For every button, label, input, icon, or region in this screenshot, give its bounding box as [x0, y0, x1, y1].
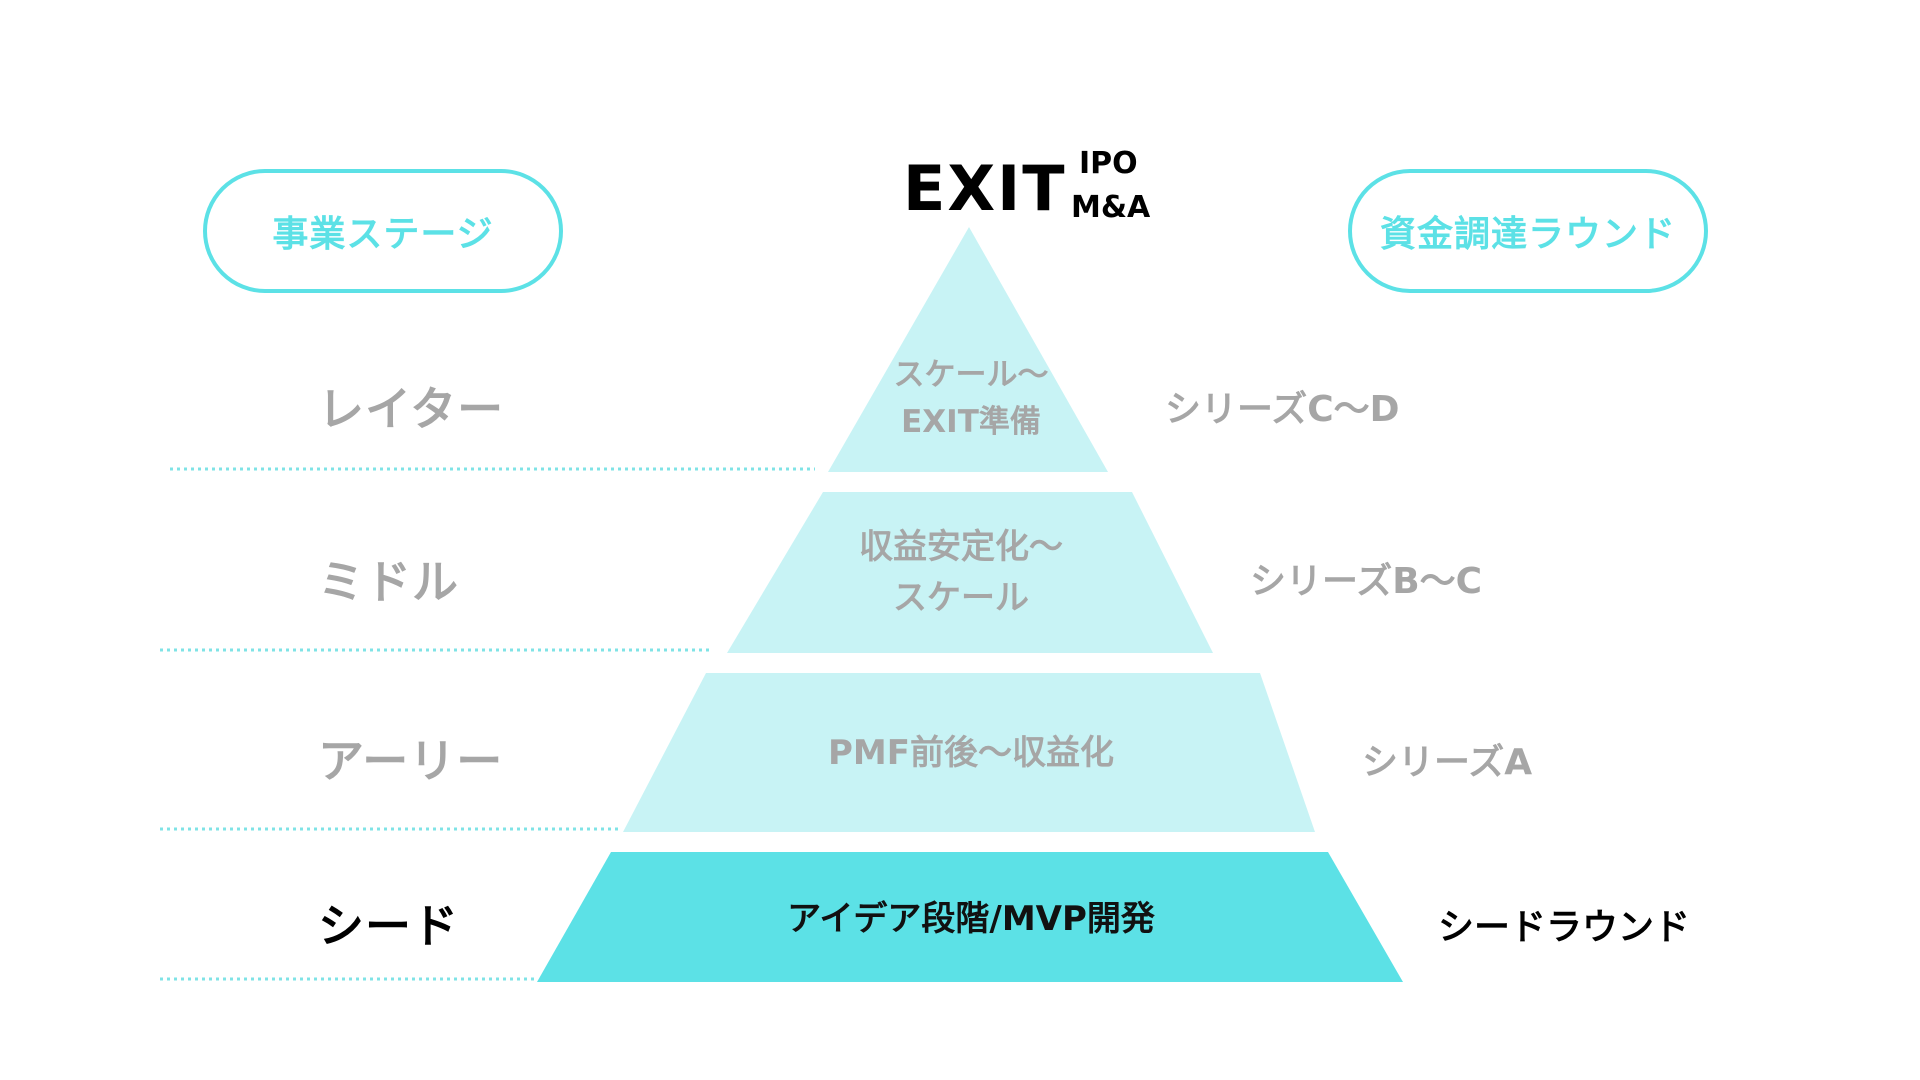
tier-text-seed-line1: アイデア段階/MVP開発 [787, 899, 1155, 939]
tier-text-middle-line2: スケール [893, 578, 1029, 618]
round-label-early: シリーズA [1362, 742, 1533, 783]
stage-label-seed: シード [318, 899, 459, 953]
tier-text-late-line1: スケール〜 [893, 357, 1049, 393]
tier-text-early: PMF前後〜収益化 [828, 728, 1114, 779]
tier-text-late: スケール〜 EXIT準備 [894, 352, 1049, 445]
exit-sub-ipo: IPO [1079, 146, 1138, 181]
business-stage-pill: 事業ステージ [203, 169, 563, 293]
tier-text-early-line1: PMF前後〜収益化 [828, 733, 1114, 773]
tier-text-late-line2: EXIT準備 [901, 403, 1041, 440]
round-label-middle: シリーズB〜C [1250, 561, 1483, 602]
funding-round-pill: 資金調達ラウンド [1348, 169, 1708, 293]
pyramid-tier-early [623, 673, 1315, 832]
tier-text-middle-line1: 収益安定化〜 [859, 527, 1063, 567]
tier-text-seed: アイデア段階/MVP開発 [787, 894, 1155, 945]
tier-text-middle: 収益安定化〜 スケール [859, 522, 1063, 624]
round-label-seed: シードラウンド [1438, 907, 1691, 948]
pyramid-tier-late [828, 227, 1108, 472]
stage-label-late: レイター [318, 382, 505, 436]
exit-sub-ma: M&A [1071, 190, 1151, 225]
stage-label-early: アーリー [318, 734, 504, 788]
stage-label-middle: ミドル [318, 555, 459, 609]
exit-title: EXIT [903, 152, 1067, 225]
pyramid-tier-middle [727, 492, 1213, 653]
pyramid-tier-seed [537, 852, 1403, 982]
round-label-late: シリーズC〜D [1165, 389, 1400, 430]
